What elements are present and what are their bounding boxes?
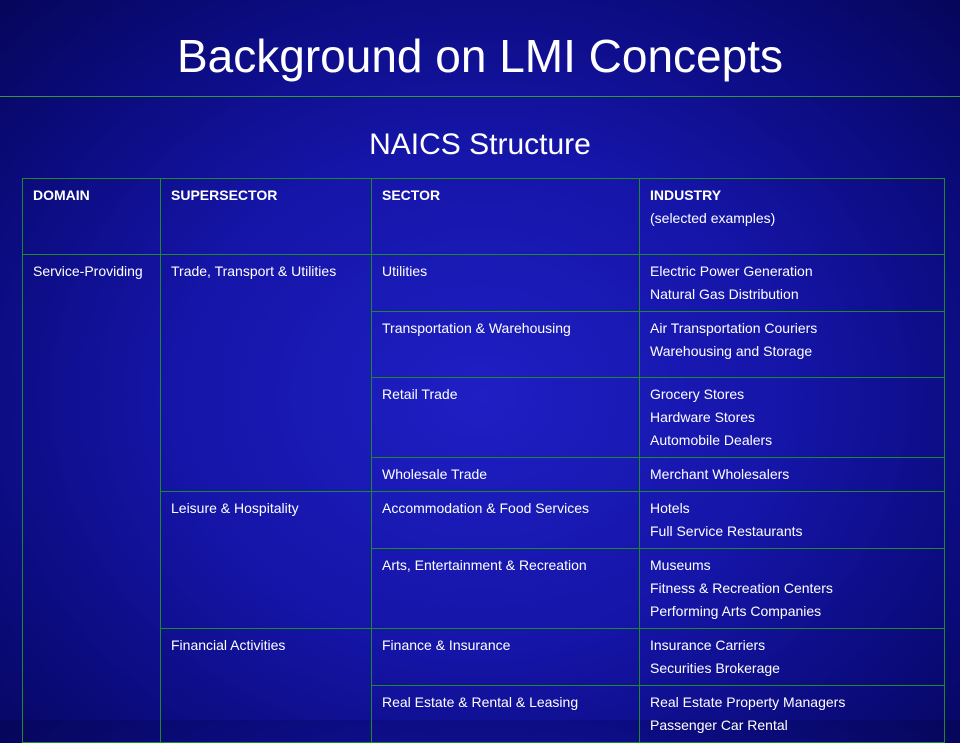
header-sector: SECTOR (371, 178, 640, 255)
supersector-cell: Financial Activities (160, 628, 372, 743)
sector-cell: Finance & Insurance (371, 628, 640, 686)
industry-item: Electric Power Generation (650, 263, 813, 279)
sector-cell: Retail Trade (371, 377, 640, 458)
industry-item: Securities Brokerage (650, 660, 780, 676)
industry-item: Merchant Wholesalers (650, 466, 790, 482)
industry-item: Passenger Car Rental (650, 717, 788, 733)
header-industry-label: INDUSTRY (650, 187, 722, 203)
sector-cell: Real Estate & Rental & Leasing (371, 685, 640, 743)
industry-item: Real Estate Property Managers (650, 694, 846, 710)
industry-item: Fitness & Recreation Centers (650, 580, 833, 596)
title-divider (0, 96, 960, 97)
sector-cell: Accommodation & Food Services (371, 491, 640, 549)
supersector-cell: Trade, Transport & Utilities (160, 254, 372, 492)
domain-cell: Service-Providing (22, 254, 161, 743)
supersector-cell: Leisure & Hospitality (160, 491, 372, 629)
industry-item: Automobile Dealers (650, 432, 773, 448)
industry-item: Natural Gas Distribution (650, 286, 799, 302)
table-row: Wholesale Trade Merchant Wholesalers (23, 457, 945, 492)
industry-item: Hotels (650, 500, 690, 516)
industry-item: Full Service Restaurants (650, 523, 803, 539)
naics-structure-table: DOMAIN SUPERSECTOR SECTOR INDUSTRY (sele… (22, 178, 945, 743)
slide-subtitle: NAICS Structure (369, 128, 591, 161)
sector-cell: Transportation & Warehousing (371, 311, 640, 378)
header-industry: INDUSTRY (selected examples) (639, 178, 945, 255)
sector-cell: Wholesale Trade (371, 457, 640, 492)
industry-item: Performing Arts Companies (650, 603, 822, 619)
industry-item: Insurance Carriers (650, 637, 766, 653)
industry-item: Grocery Stores (650, 386, 745, 402)
industry-item: Air Transportation Couriers (650, 320, 818, 336)
header-supersector: SUPERSECTOR (160, 178, 372, 255)
industry-item: Hardware Stores (650, 409, 756, 425)
header-industry-note: (selected examples) (650, 210, 776, 226)
industry-cell: Merchant Wholesalers (639, 457, 945, 492)
sector-cell: Utilities (371, 254, 640, 312)
slide-title: Background on LMI Concepts (176, 30, 784, 82)
industry-item: Museums (650, 557, 711, 573)
header-row: DOMAIN SUPERSECTOR SECTOR INDUSTRY (sele… (22, 178, 945, 255)
sector-cell: Arts, Entertainment & Recreation (371, 548, 640, 629)
industry-item: Warehousing and Storage (650, 343, 813, 359)
header-domain: DOMAIN (22, 178, 161, 255)
